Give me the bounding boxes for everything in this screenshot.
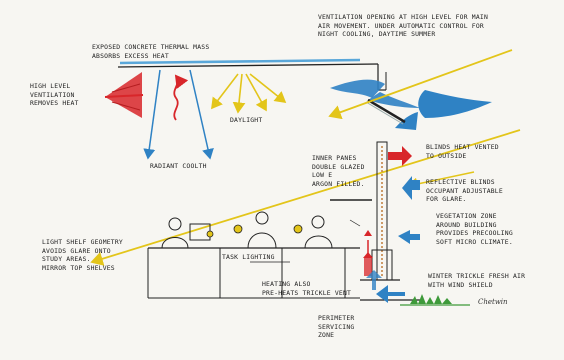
- radiant-coolth-arrows: [143, 69, 214, 160]
- blinds-vented-label: BLINDS HEAT VENTED TO OUTSIDE: [426, 143, 499, 160]
- blind-heat-vent-arrow: [388, 146, 412, 166]
- annotation-leaders: [250, 219, 361, 263]
- vegetation-zone-label: VEGETATION ZONE AROUND BUILDING PROVIDES…: [436, 212, 513, 246]
- study-desks: [147, 247, 360, 299]
- daylight-rays: [211, 73, 287, 114]
- winter-trickle-label: WINTER TRICKLE FRESH AIR WITH WIND SHIEL…: [428, 272, 526, 289]
- heating-also-label: HEATING ALSO PRE-HEATS TRICKLE VENT: [262, 280, 352, 297]
- thermal-mass-label: EXPOSED CONCRETE THERMAL MASS ABSORBS EX…: [92, 43, 210, 60]
- heat-rising-squiggle: [173, 74, 189, 121]
- reflective-blinds-label: REFLECTIVE BLINDS OCCUPANT ADJUSTABLE FO…: [426, 178, 503, 204]
- occupant-figures: [161, 211, 333, 249]
- daylight-label: DAYLIGHT: [230, 116, 263, 124]
- inner-panes-label: INNER PANES DOUBLE GLAZED LOW E ARGON FI…: [312, 154, 365, 188]
- heat-exhaust-arrow: [104, 72, 144, 118]
- ventilation-airflow: [330, 79, 492, 130]
- artist-signature: Chetwin: [478, 298, 508, 306]
- facade-column: [360, 141, 420, 301]
- perimeter-zone-label: PERIMETER SERVICING ZONE: [318, 314, 355, 340]
- window-air-arrows: [398, 176, 420, 244]
- radiant-coolth-label: RADIANT COOLTH: [150, 162, 207, 170]
- task-lighting-label: TASK LIGHTING: [222, 253, 275, 261]
- ventilation-opening-label: VENTILATION OPENING AT HIGH LEVEL FOR MA…: [318, 13, 488, 39]
- concrete-ceiling-slab: [117, 58, 387, 91]
- vegetation-ground: [400, 294, 470, 306]
- task-lamps: [206, 224, 303, 238]
- trickle-air-arrows: [366, 270, 405, 303]
- high-level-vent-label: HIGH LEVEL VENTILATION REMOVES HEAT: [30, 82, 79, 108]
- perimeter-heating: [363, 230, 373, 276]
- light-shelf-label: LIGHT SHELF GEOMETRY AVOIDS GLARE ONTO S…: [42, 238, 123, 272]
